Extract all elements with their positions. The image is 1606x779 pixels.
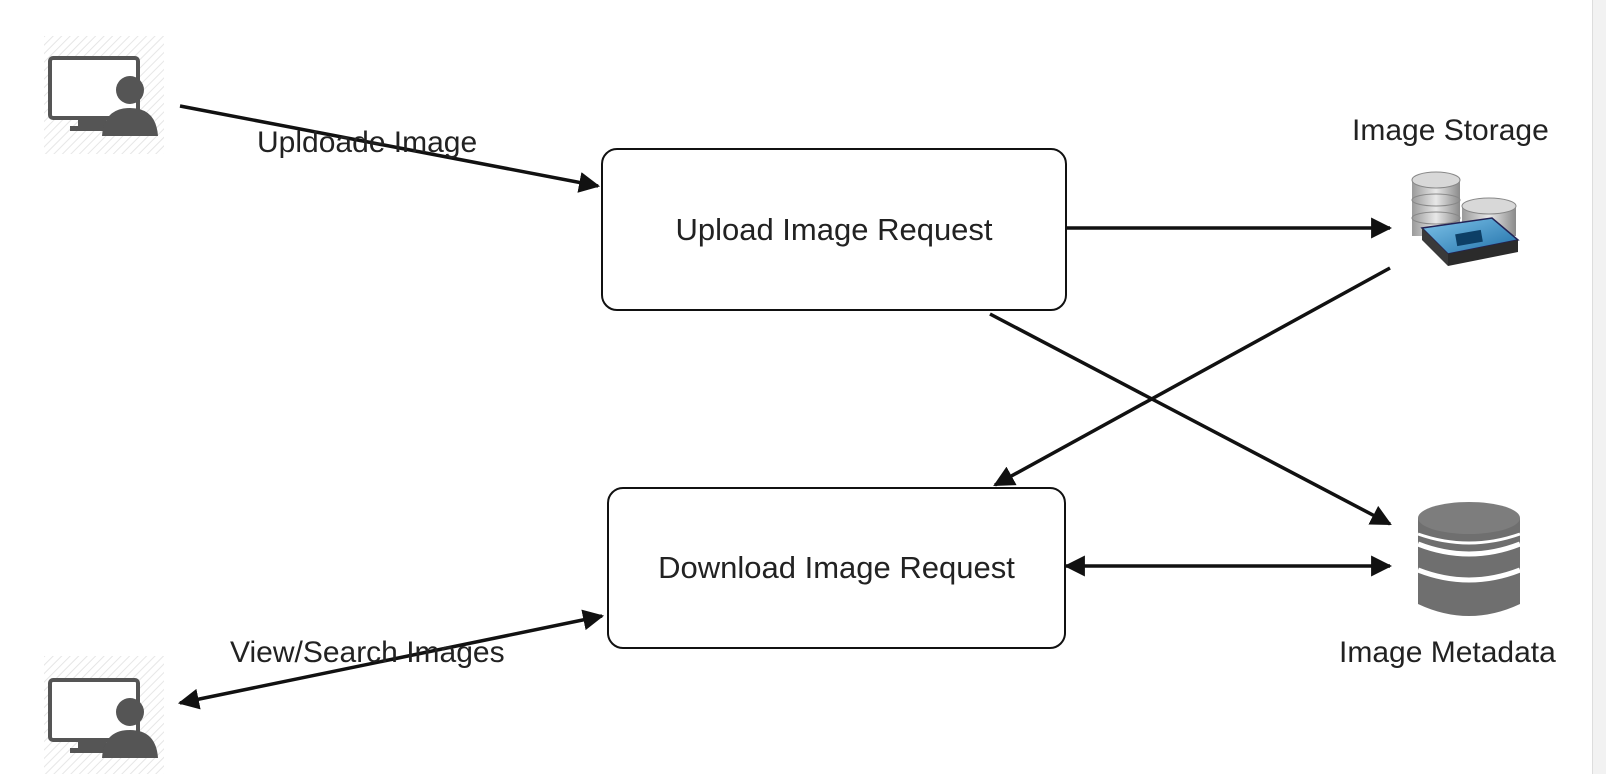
upload-arrow	[179, 104, 601, 193]
upload-to-metadata-arrow	[989, 312, 1392, 526]
image-metadata-label: Image Metadata	[1339, 636, 1556, 669]
upload-image-request-label: Upload Image Request	[675, 211, 993, 247]
uploader-user-computer-icon	[44, 36, 164, 154]
view-search-edge-label: View/Search Images	[230, 636, 505, 669]
image-storage-server-icon	[1408, 170, 1524, 280]
viewer-user-computer-icon	[44, 656, 164, 774]
download-image-request-box[interactable]: Download Image Request	[607, 487, 1066, 649]
view-search-arrow	[177, 609, 605, 710]
upload-edge-label: Upldoade Image	[257, 126, 478, 159]
download-image-request-label: Download Image Request	[658, 550, 1015, 585]
window-edge	[1592, 0, 1606, 774]
upload-image-request-box[interactable]: Upload Image Request	[601, 148, 1067, 311]
storage-to-download-arrow	[993, 266, 1391, 487]
image-storage-label: Image Storage	[1352, 114, 1549, 147]
image-metadata-database-icon	[1414, 500, 1524, 624]
